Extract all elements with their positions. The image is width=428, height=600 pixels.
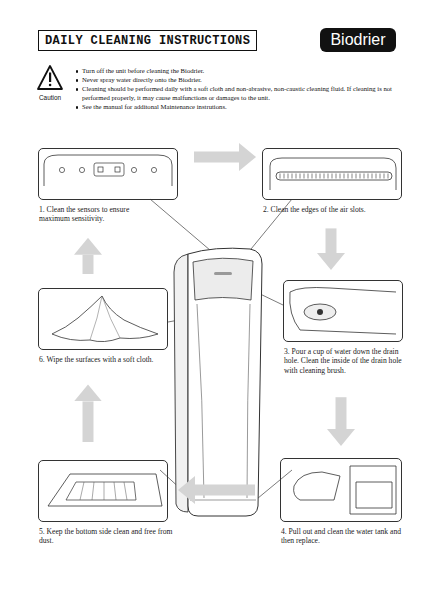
sensor xyxy=(151,167,156,172)
flow-arrow xyxy=(83,255,94,274)
step-frame xyxy=(38,148,178,200)
tank-bay xyxy=(350,466,396,514)
flow-arrow xyxy=(336,397,347,429)
drain-hole xyxy=(317,309,323,315)
sensor-window xyxy=(94,163,124,176)
step-frame xyxy=(262,148,402,200)
bottom-filter xyxy=(66,482,136,500)
bullet-dot xyxy=(76,88,78,90)
step-caption: 4. Pull out and clean the water tank and… xyxy=(280,527,415,546)
step-caption: 1. Clean the sensors to ensure maximum s… xyxy=(38,205,161,224)
caution-mark xyxy=(49,84,52,87)
panel-line xyxy=(247,304,250,498)
step-frame xyxy=(38,460,168,522)
step-panel: 1. Clean the sensors to ensure maximum s… xyxy=(38,148,178,224)
step-frame xyxy=(38,288,168,350)
sensor xyxy=(98,167,103,172)
caution-mark xyxy=(49,73,51,83)
brand-logo: Biodrier xyxy=(320,28,396,52)
step-frame xyxy=(280,458,402,522)
slot-ticks xyxy=(280,174,388,179)
flow-arrow xyxy=(83,401,94,442)
dryer-body xyxy=(188,248,262,516)
step-panel: 3. Pour a cup of water down the drain ho… xyxy=(283,280,403,375)
cloth-fold xyxy=(90,296,120,340)
caution-note: Turn off the unit before cleaning the Bi… xyxy=(82,67,400,76)
caution-note: Cleaning should be performed daily with … xyxy=(82,85,400,102)
step-caption: 5. Keep the bottom side clean and free f… xyxy=(38,527,173,546)
filter-grid xyxy=(80,482,127,500)
hand-opening xyxy=(193,258,253,300)
flow-arrow xyxy=(195,485,255,496)
panel-line xyxy=(190,500,256,501)
caution-note: Never spray water directly onto the Biod… xyxy=(82,76,400,85)
step-panel: 5. Keep the bottom side clean and free f… xyxy=(38,460,168,546)
step-panel: 4. Pull out and clean the water tank and… xyxy=(280,458,402,546)
page-title: DAILY CLEANING INSTRUCTIONS xyxy=(38,30,257,51)
water-tank xyxy=(294,472,340,500)
flow-arrow xyxy=(326,228,337,253)
caution-triangle xyxy=(38,66,62,89)
sensor xyxy=(214,272,232,275)
dryer-side xyxy=(174,254,188,512)
caution-label: Caution xyxy=(32,94,68,102)
sensor xyxy=(115,167,120,172)
air-slot-panel xyxy=(270,158,396,190)
step-frame xyxy=(283,280,403,342)
step-panel: 6. Wipe the surfaces with a soft cloth. xyxy=(38,288,168,364)
flow-arrow xyxy=(194,152,239,163)
step-caption: 2. Clean the edges of the air slots. xyxy=(262,205,403,214)
caution-note: See the manual for additonal Maintenance… xyxy=(82,103,400,112)
panel-line xyxy=(197,304,204,498)
sensor xyxy=(131,167,136,172)
step-caption: 6. Wipe the surfaces with a soft cloth. xyxy=(38,355,161,364)
sensor xyxy=(59,167,64,172)
sensor-panel xyxy=(44,155,172,186)
step-caption: 3. Pour a cup of water down the drain ho… xyxy=(283,347,414,375)
bullet-dot xyxy=(76,70,78,72)
soft-cloth xyxy=(52,296,158,342)
drain-tray xyxy=(290,288,396,335)
bullet-dot xyxy=(76,106,78,108)
bullet-dot xyxy=(76,79,78,81)
drain-hole xyxy=(304,304,336,320)
bottom-side xyxy=(48,474,162,506)
step-panel: 2. Clean the edges of the air slots. xyxy=(262,148,402,214)
sensor xyxy=(79,167,84,172)
air-slot xyxy=(276,172,392,180)
